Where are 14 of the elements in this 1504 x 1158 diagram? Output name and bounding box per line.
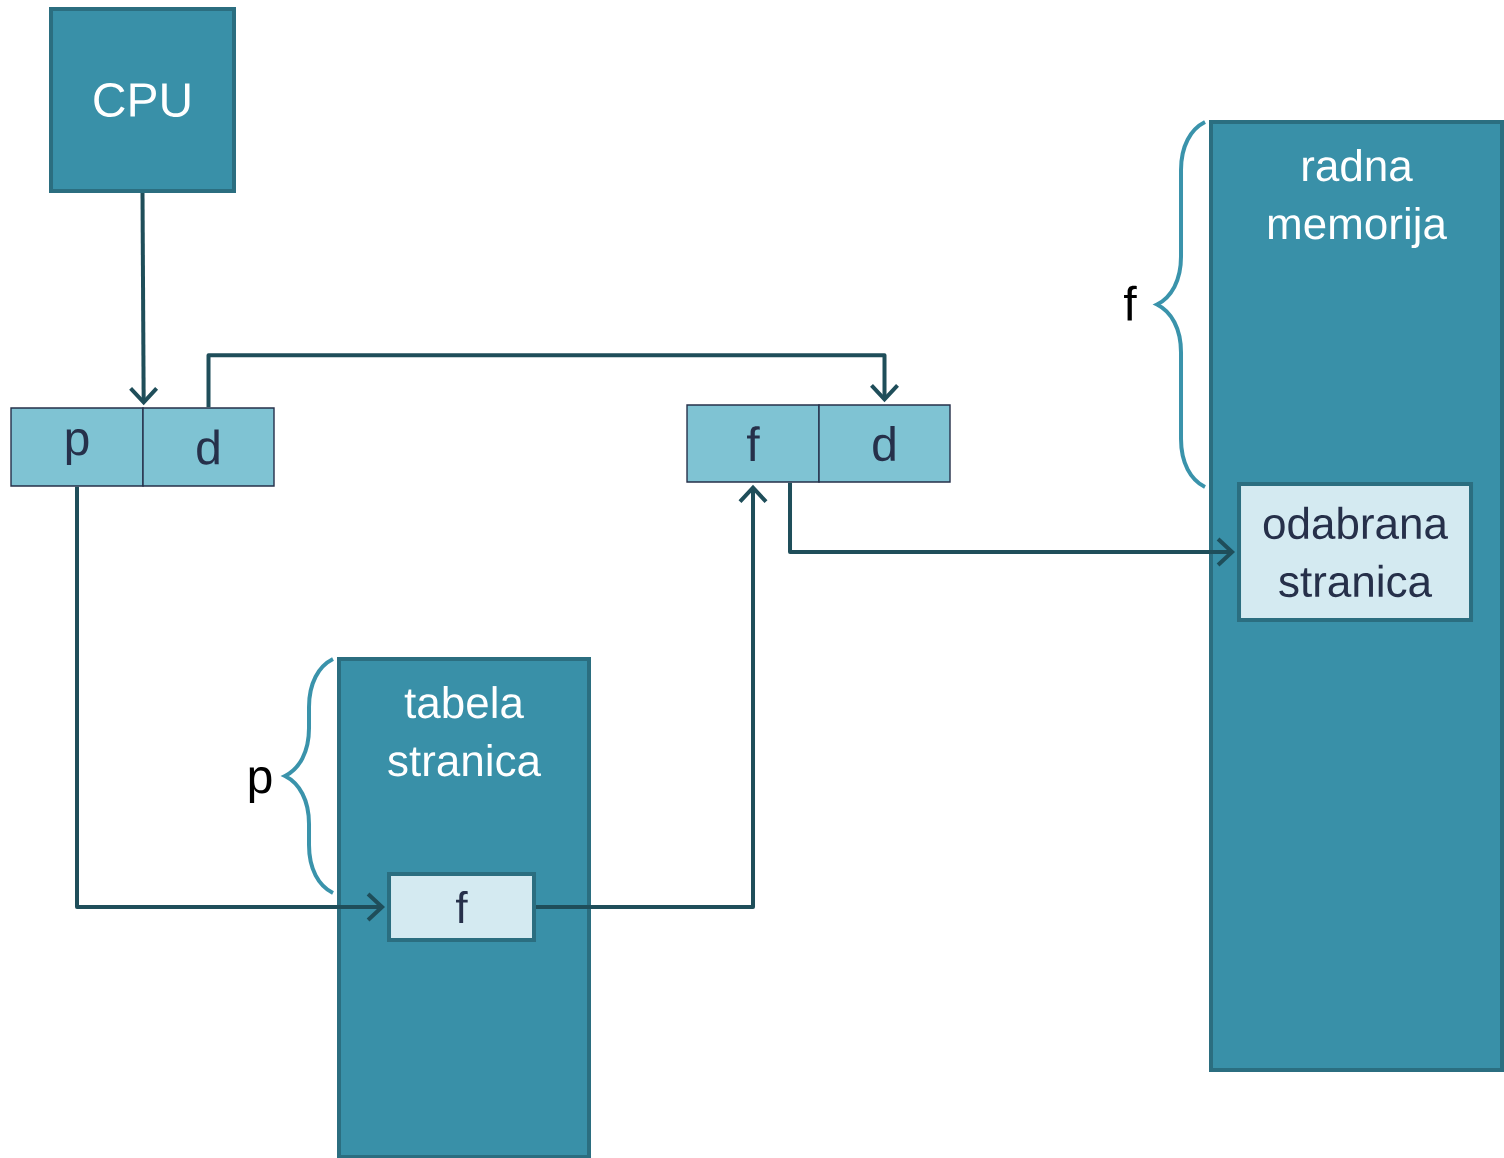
address-field: d — [818, 404, 951, 483]
brace-label: f — [1124, 285, 1137, 321]
brace-label: p — [249, 767, 272, 803]
arrow — [129, 193, 159, 406]
entry-box: f — [387, 872, 536, 942]
address-field: p — [10, 407, 144, 487]
address-field: d — [142, 407, 275, 487]
arrow — [75, 486, 385, 922]
arrow — [788, 482, 1236, 567]
cpu-box: CPU — [49, 7, 236, 193]
arrow — [206, 353, 899, 408]
entry-box: odabrana stranica — [1237, 482, 1473, 622]
address-field: f — [686, 404, 820, 483]
arrow — [536, 484, 768, 909]
